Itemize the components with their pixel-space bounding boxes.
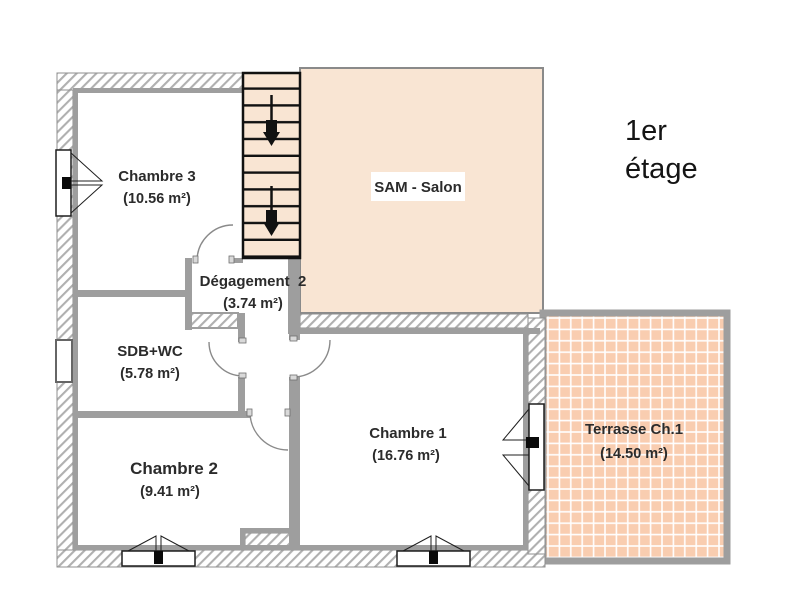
staircase (241, 71, 302, 260)
degagement2-area: (3.74 m²) (223, 296, 283, 312)
doors (192, 224, 331, 451)
sdb-wc-area: (5.78 m²) (120, 366, 180, 382)
door-jamb (289, 374, 298, 381)
door-jamb (246, 408, 253, 417)
chambre2-area: (9.41 m²) (140, 484, 200, 500)
chambre3-label: Chambre 3 (118, 168, 196, 185)
inner-walls (73, 88, 540, 550)
wall-step-top-edge (240, 528, 292, 533)
floor-title-line2: étage (625, 153, 698, 185)
door-jamb (192, 255, 199, 264)
wall-face-right (523, 333, 528, 550)
window-chambre1-terrasse (501, 403, 545, 491)
outer-wall-left (56, 72, 74, 568)
wall-degagement-right (288, 256, 300, 333)
sam-salon-label-box (371, 172, 465, 201)
window-chambre2 (121, 535, 196, 567)
chambre2-label: Chambre 2 (130, 459, 218, 478)
terrasse-label: Terrasse Ch.1 (585, 421, 683, 438)
sdb-wc-label: SDB+WC (117, 343, 183, 360)
door-arc-chambre2 (249, 411, 289, 451)
chambre1-label: Chambre 1 (369, 425, 447, 442)
terrasse-tiled-floor (539, 309, 731, 565)
door-arc-sdb-wc (208, 341, 244, 377)
window-chambre1 (396, 535, 471, 567)
room-sam-salon: SAM - Salon (299, 67, 544, 314)
wall-step-left-edge (240, 528, 245, 550)
door-jamb (228, 255, 235, 264)
wall-chambre3-sdb (73, 290, 185, 297)
floor-title: 1er étage (625, 115, 698, 185)
stairs-down-arrow-icon (263, 186, 280, 236)
wall-face-bottom (73, 545, 528, 550)
door-arc-chambre3 (196, 224, 234, 262)
outer-wall-top (56, 72, 244, 91)
wall-chambre1-chambre2 (289, 377, 300, 550)
chambre3-area: (10.56 m²) (123, 191, 191, 207)
door-jamb (238, 372, 247, 379)
wall-corridor-left-lower (238, 377, 245, 418)
window-chambre3 (55, 149, 104, 217)
wall-corridor-left-upper (238, 313, 245, 342)
degagement2-label: Dégagement 2 (200, 273, 307, 290)
door-jamb (238, 337, 247, 344)
wall-chambre1-top (288, 328, 540, 334)
room-terrasse: Terrasse Ch.1 (14.50 m²) (539, 309, 731, 565)
wall-under-salon (299, 313, 529, 329)
door-arc-chambre1 (292, 339, 331, 378)
wall-hatched-degagement (186, 312, 239, 329)
floor-title-line1: 1er (625, 115, 667, 147)
wall-face-left (73, 88, 78, 550)
wall-degagement-top-jamb (229, 258, 243, 263)
door-jamb (289, 335, 298, 342)
wall-sdb-chambre2 (73, 411, 250, 418)
wall-face-top (73, 88, 243, 93)
sam-salon-label: SAM - Salon (374, 179, 462, 196)
windows (55, 149, 545, 567)
room-labels: Chambre 3 (10.56 m²) Dégagement 2 (3.74 … (117, 168, 446, 500)
window-sdb-wc (55, 339, 73, 383)
chambre1-area: (16.76 m²) (372, 448, 440, 464)
wall-degagement-left (185, 258, 192, 330)
stairs-down-arrow-icon (263, 95, 280, 146)
door-jamb (284, 408, 291, 417)
terrasse-area-label: (14.50 m²) (600, 446, 668, 462)
